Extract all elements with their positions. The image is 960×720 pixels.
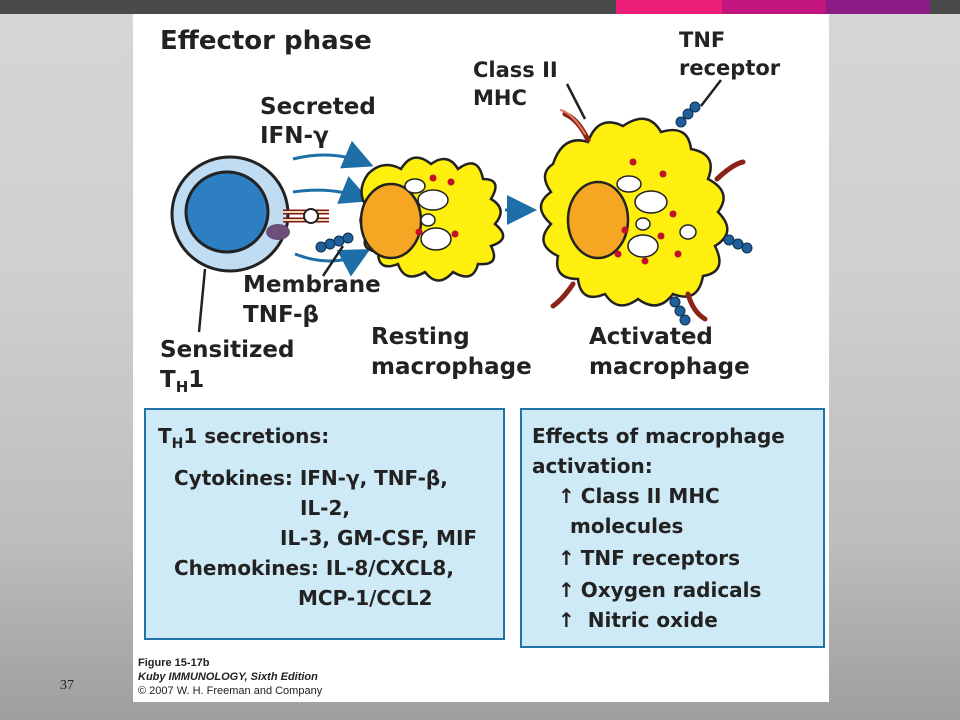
caption-copyright: © 2007 W. H. Freeman and Company [138,685,323,697]
label-ifn-gamma: IFN-γ [260,123,329,149]
th1-line-chemokines: Chemokines: IL-8/CXCL8, [174,556,454,580]
effects-box: Effects of macrophage activation: ↑Class… [520,408,825,648]
label-activated-macrophage: macrophage [589,354,750,380]
label-class2: Class II [473,58,558,82]
label-th1: TH1 [160,367,204,396]
membrane-pointer [321,245,345,277]
ifn-arrow-1 [292,140,374,169]
tnf-receptor-pointer [700,79,722,107]
th1-cell [170,155,290,273]
label-secreted: Secreted [260,94,376,120]
effects-title-2: activation: [532,454,653,478]
label-activated: Activated [589,324,713,350]
caption-figure: Figure 15-17b [138,657,210,669]
class-ii-mhc-molecules [550,109,746,322]
label-resting: Resting [371,324,470,350]
tcr-mhc-synapse [283,208,329,224]
label-tnf-beta: TNF-β [243,302,319,328]
th1-box-title: TH1 secretions: [158,424,330,452]
th1-line-mcp1: MCP-1/CCL2 [298,586,433,610]
effect-nitric-oxide: ↑ Nitric oxide [558,608,718,632]
label-sensitized: Sensitized [160,337,294,363]
accent-bar-magenta [722,0,826,14]
label-resting-macrophage: macrophage [371,354,532,380]
label-mhc: MHC [473,86,527,110]
accent-bar-purple [826,0,930,14]
label-tnf: TNF [679,28,725,52]
label-receptor: receptor [679,56,781,80]
class2-pointer [565,83,587,120]
caption-book: Kuby IMMUNOLOGY, Sixth Edition [138,671,318,683]
up-arrow-icon: ↑ [558,578,575,602]
th1-pointer [197,268,207,333]
up-arrow-icon: ↑ [558,546,575,570]
tnf-receptors [669,101,753,326]
up-arrow-icon: ↑ [558,484,575,508]
effector-phase-diagram: Effector phase [160,26,781,396]
ifn-arrow-3 [294,249,371,277]
effect-oxygen-radicals: ↑Oxygen radicals [558,578,762,602]
diagram-title: Effector phase [160,26,372,56]
th1-line-cytokines: Cytokines: IFN-γ, TNF-β, [174,466,448,490]
th1-line-il3: IL-3, GM-CSF, MIF [280,526,478,550]
activated-macrophage [539,117,729,307]
th1-line-il2: IL-2, [300,496,350,520]
resting-macrophage [359,156,505,282]
effect-class2-mhc: ↑Class II MHC [558,484,720,508]
effects-title-1: Effects of macrophage [532,424,785,448]
th1-secretions-box: TH1 secretions: Cytokines: IFN-γ, TNF-β,… [144,408,505,640]
figure-caption: Figure 15-17b Kuby IMMUNOLOGY, Sixth Edi… [138,656,322,698]
up-arrow-icon: ↑ [558,608,575,632]
effect-molecules: molecules [570,514,684,538]
label-membrane: Membrane [243,272,381,298]
accent-bar-pink [616,0,722,14]
membrane-tnf-beta [315,232,354,253]
ifn-arrow-2 [292,176,371,204]
slide-number: 37 [60,678,74,693]
effect-tnf-receptors: ↑TNF receptors [558,546,741,570]
